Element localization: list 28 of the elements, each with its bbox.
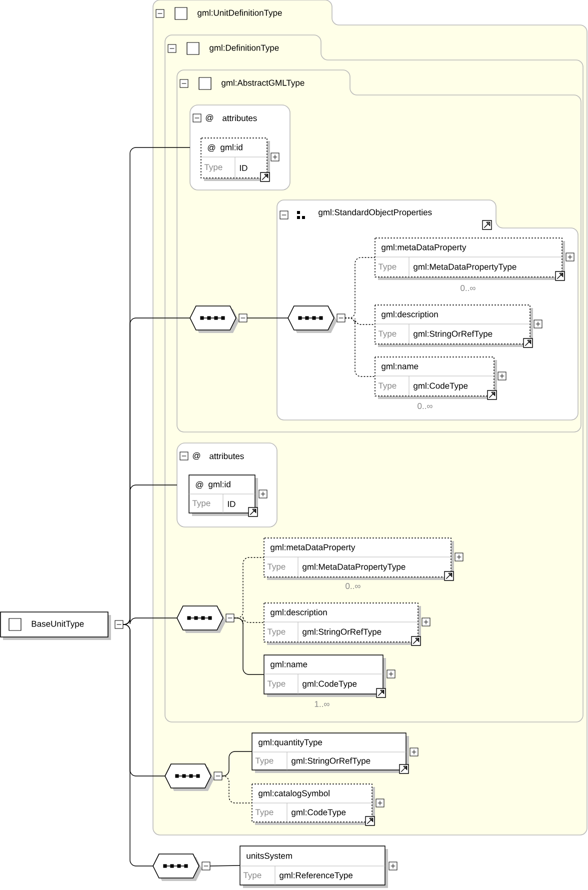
element-box: gml:quantityType Type gml:StringOrRefType: [252, 732, 409, 773]
node-label: 0..∞: [418, 403, 432, 410]
connector-line: [122, 624, 154, 866]
sequence-symbol: [152, 854, 210, 881]
root-box: BaseUnitType: [0, 612, 124, 640]
element-box: unitsSystem Type gml:ReferenceType: [240, 846, 388, 888]
element-box: gml:name Type gml:CodeType 0..∞: [374, 356, 497, 409]
element-box: @ gml:id Type ID: [188, 474, 258, 516]
node-label: 1..∞: [314, 701, 330, 707]
element-box: gml:catalogSymbol Type gml:CodeType: [252, 784, 375, 825]
connector-line: [234, 618, 264, 675]
element-box: gml:name Type gml:CodeType 1..∞: [264, 654, 386, 707]
node-label: 0..∞: [346, 583, 360, 590]
element-box: @ gml:id Type ID: [200, 138, 270, 181]
element-box: gml:metaDataProperty Type gml:MetaDataPropertyType 0..∞: [374, 238, 565, 291]
sequence-symbol: [164, 764, 222, 791]
connector-line: [344, 318, 376, 377]
connector-line: [210, 865, 240, 866]
connector-line: [222, 776, 252, 804]
sequence-symbol: [190, 306, 248, 333]
element-box: gml:description Type gml:StringOrRefType: [374, 304, 533, 347]
element-box: gml:description Type gml:StringOrRefType: [264, 602, 421, 645]
element-box: gml:metaDataProperty Type gml:MetaDataPropertyType 0..∞: [264, 538, 454, 589]
sequence-symbol: [176, 606, 234, 633]
connector-line: [122, 618, 178, 625]
sequence-symbol: [288, 306, 346, 333]
node-label: 0..∞: [460, 285, 476, 292]
connector-line: [222, 751, 252, 776]
